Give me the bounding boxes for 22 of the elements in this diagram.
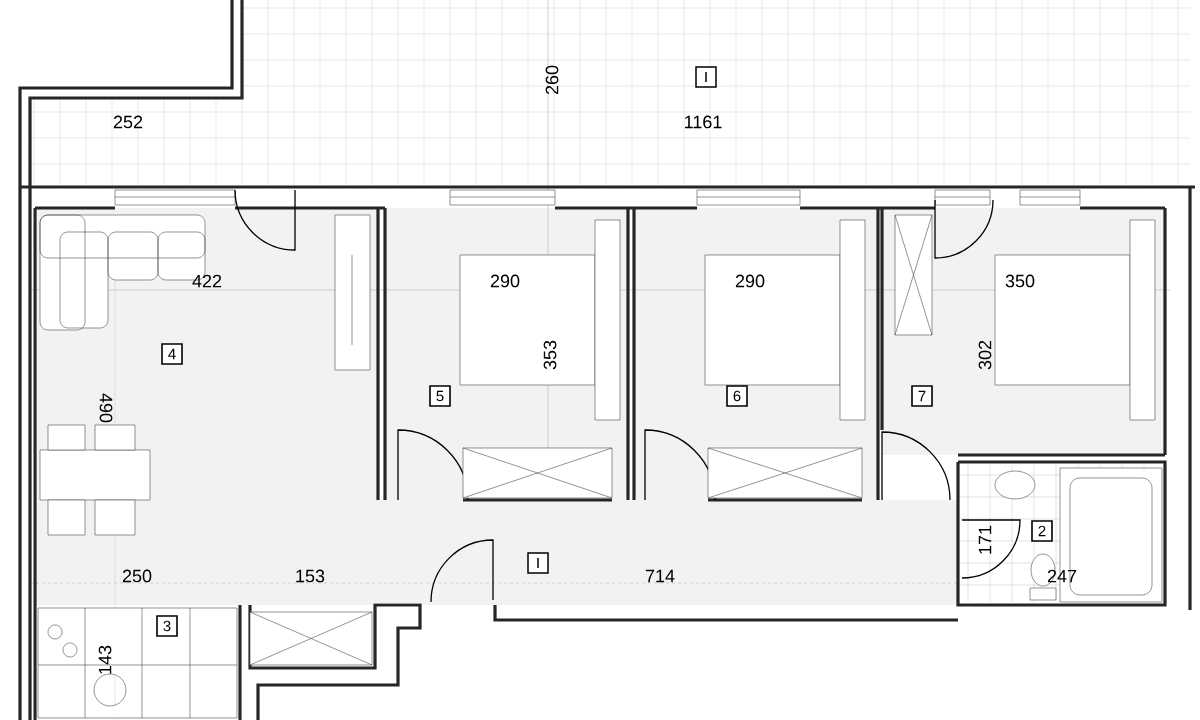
dimension-label: 422 <box>192 274 222 288</box>
room-number: 5 <box>429 385 451 407</box>
dimension-label: 153 <box>296 569 325 583</box>
room-number: 4 <box>161 343 183 365</box>
dimension-label: 250 <box>122 569 152 583</box>
room-number: 6 <box>726 385 748 407</box>
room-number: 3 <box>156 615 178 637</box>
dimension-label: 252 <box>113 115 143 129</box>
room-number: 7 <box>911 385 933 407</box>
dimension-label: 490 <box>99 393 113 423</box>
dimension-label: 290 <box>735 274 765 288</box>
dimension-label: 302 <box>978 340 992 370</box>
room-number: 2 <box>1031 520 1053 542</box>
dimension-label: 247 <box>1047 569 1077 583</box>
dimension-label: 353 <box>543 340 557 370</box>
dimension-label: 290 <box>490 274 520 288</box>
dimension-label: 1161 <box>685 115 722 129</box>
dimension-label: 350 <box>1005 274 1035 288</box>
dimension-label: 714 <box>645 569 675 583</box>
dimension-label: 260 <box>545 65 559 95</box>
dimension-label: 143 <box>98 645 112 674</box>
dimension-label: 171 <box>978 525 992 554</box>
